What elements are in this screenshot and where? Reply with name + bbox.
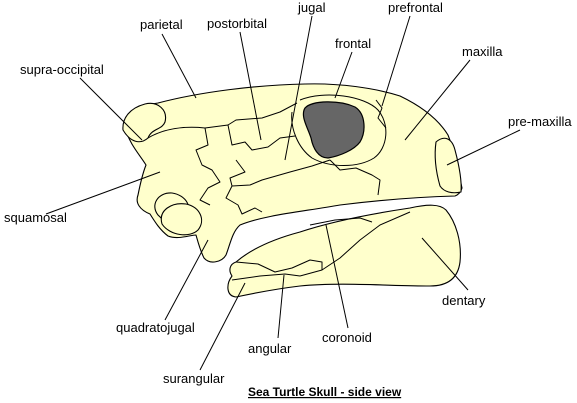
- cranium: [124, 83, 463, 263]
- suture-parietal: [147, 102, 298, 139]
- leader-angular: [277, 274, 285, 339]
- label-maxilla: maxilla: [462, 44, 503, 59]
- label-jugal: jugal: [297, 0, 326, 15]
- suture-quadrate: [195, 127, 221, 206]
- leader-maxilla: [404, 59, 471, 141]
- suture-dentary: [299, 211, 411, 277]
- leader-dentary: [421, 237, 469, 291]
- leader-squamosal: [45, 171, 161, 215]
- orbit: [302, 101, 365, 159]
- label-pre-maxilla: pre-maxilla: [508, 114, 572, 129]
- orbit-rim: [291, 94, 387, 166]
- label-parietal: parietal: [140, 17, 183, 32]
- leader-frontal: [334, 51, 353, 99]
- leader-jugal: [284, 15, 313, 161]
- suture-postorbital: [227, 124, 296, 151]
- label-quadratojugal: quadratojugal: [116, 320, 195, 335]
- caption: Sea Turtle Skull - side view: [248, 385, 402, 399]
- leader-postorbital: [239, 31, 262, 141]
- suture-maxilla: [329, 159, 381, 196]
- squamosal-lobe-2: [160, 203, 203, 236]
- label-dentary: dentary: [442, 293, 486, 308]
- label-prefrontal: prefrontal: [388, 0, 443, 15]
- suture-coronoid: [309, 217, 373, 226]
- leader-supra-occipital: [79, 77, 143, 141]
- label-angular: angular: [248, 341, 292, 356]
- label-postorbital: postorbital: [207, 16, 267, 31]
- suture-jugal-lower: [225, 185, 263, 215]
- leader-coronoid: [325, 224, 349, 329]
- suture-angular: [235, 259, 323, 273]
- label-surangular: surangular: [163, 371, 225, 386]
- leader-quadratojugal: [164, 239, 209, 321]
- leader-pre-maxilla: [446, 129, 521, 166]
- pre-maxilla-bone: [434, 137, 462, 194]
- suture-surangular: [231, 273, 301, 281]
- leader-surangular: [199, 282, 246, 371]
- leader-prefrontal: [381, 15, 411, 107]
- label-coronoid: coronoid: [322, 330, 372, 345]
- leader-parietal: [161, 33, 197, 99]
- label-frontal: frontal: [335, 36, 371, 51]
- suture-jugal: [229, 159, 331, 187]
- label-squamosal: squamosal: [4, 210, 67, 225]
- label-supra-occipital: supra-occipital: [20, 62, 104, 77]
